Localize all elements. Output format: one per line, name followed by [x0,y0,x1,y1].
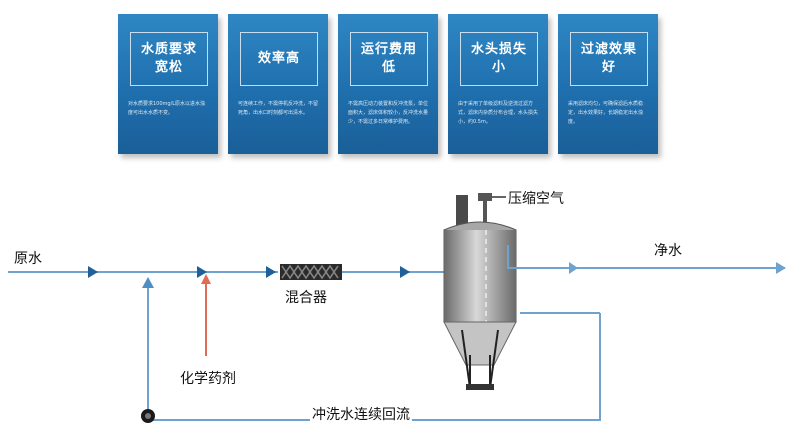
flow-arrow-icon [88,266,98,278]
chemical-arrow-icon [201,274,211,284]
backwash-return-pipe [147,284,601,421]
feature-card-title-box: 效率高 [240,32,318,86]
feature-card-2: 效率高 可连续工作，不需停机反冲洗，不留死角，出水口时刻都可出清水。 [228,14,328,154]
flow-arrow-icon [197,266,207,278]
clean-water-pipe [507,245,785,269]
feature-card-3: 运行费用 低 不需高压动力装置和反冲洗泵，单位面积大，滤床体积较小，反冲洗水量少… [338,14,438,154]
feature-card-description: 可连续工作，不需停机反冲洗，不留死角，出水口时刻都可出清水。 [238,101,319,116]
compressed-air-label: 压缩空气 [508,191,564,207]
feature-card-description: 对水质要求100mg/L原水以进水浊度可出水水质不变。 [128,101,206,116]
feature-card-title-box: 水质要求宽松 [130,32,208,86]
sand-filter-tank [443,193,517,390]
feature-card-5: 过滤效果 好 采用滤床均匀，可确保滤后水质稳定，出水效果好，长期稳定出水浊度。 [558,14,658,154]
chemical-label: 化学药剂 [180,371,236,387]
feature-card-title: 水质要求宽松 [141,42,198,75]
recirculation-pump-icon [141,409,155,423]
return-arrow-icon [142,277,154,288]
feature-card-title-box: 运行费用 低 [350,32,430,86]
feature-card-description: 不需高压动力装置和反冲洗泵，单位面积大，滤床体积较小，反冲洗水量少，不需过多日常… [348,101,429,125]
clean-water-label: 净水 [654,243,682,259]
backwash-label: 冲洗水连续回流 [310,404,412,424]
feature-card-description: 采用滤床均匀，可确保滤后水质稳定，出水效果好，长期稳定出水浊度。 [568,101,644,125]
raw-water-label: 原水 [14,251,42,267]
feature-card-title-box: 过滤效果 好 [570,32,650,86]
feature-card-1: 水质要求宽松 对水质要求100mg/L原水以进水浊度可出水水质不变。 [118,14,218,154]
feature-card-4: 水头损失 小 由于采用了单级滤料及逆流过滤方式，滤床内杂质分布合理，水头损失小，… [448,14,548,154]
flow-arrow-icon [266,266,276,278]
flow-arrow-icon [569,262,578,274]
feature-card-title: 效率高 [257,51,300,66]
feature-card-description: 由于采用了单级滤料及逆流过滤方式，滤床内杂质分布合理，水头损失小，约0.5m。 [458,101,539,125]
flow-arrow-icon [776,262,786,274]
mixer [280,264,342,280]
flow-arrow-icon [400,266,410,278]
mixer-label: 混合器 [285,290,327,306]
feature-card-title-box: 水头损失 小 [460,32,540,86]
